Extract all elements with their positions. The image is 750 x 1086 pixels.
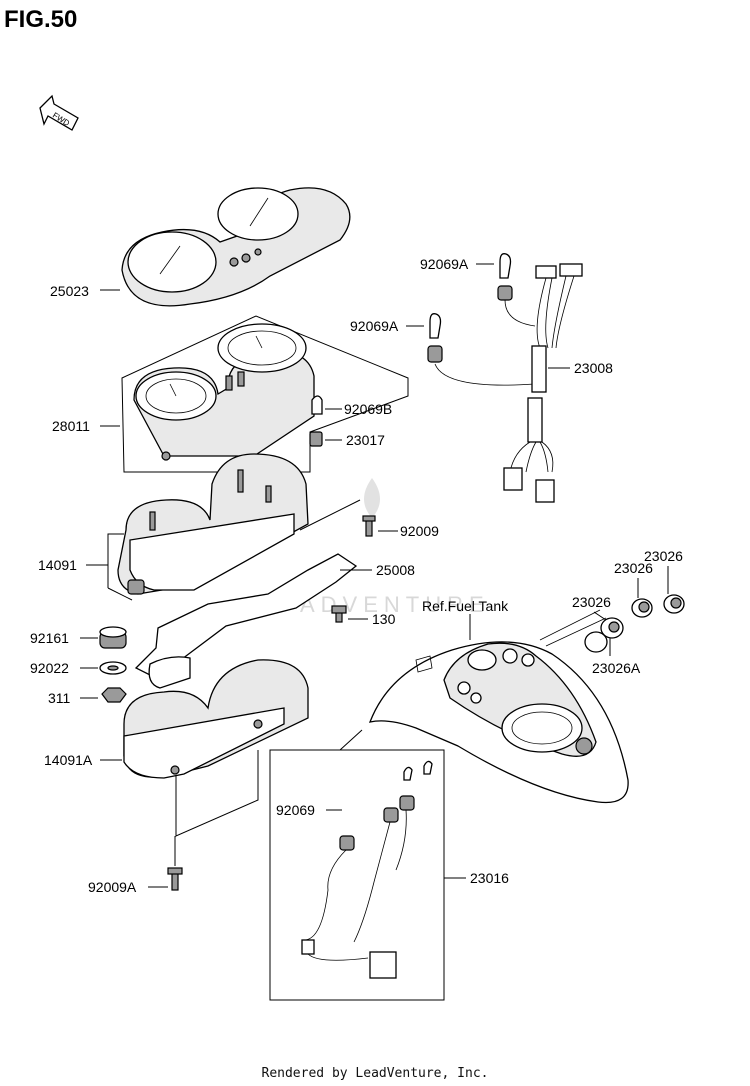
- label-92009: 92009: [400, 523, 439, 539]
- sub-harness-23016[interactable]: [301, 760, 433, 979]
- label-23026-mid: 23026: [614, 560, 653, 576]
- label-92009A: 92009A: [88, 879, 137, 895]
- label-23026A: 23026A: [592, 660, 641, 676]
- indicator-cap-23026-b[interactable]: [631, 598, 653, 618]
- fuel-tank-panel: [368, 609, 629, 804]
- bulb-92069B[interactable]: [311, 395, 323, 415]
- figure-title: FIG.50: [4, 6, 78, 33]
- label-92069A-upper: 92069A: [420, 256, 469, 272]
- sub-harness-frame-23016: [269, 749, 445, 1001]
- label-25023: 25023: [50, 283, 89, 299]
- label-25008: 25008: [376, 562, 415, 578]
- meter-unit-28011[interactable]: [133, 323, 315, 461]
- harness-23008[interactable]: [427, 253, 583, 503]
- label-311: 311: [48, 690, 71, 706]
- label-23026-top: 23026: [644, 548, 683, 564]
- label-92022: 92022: [30, 660, 69, 676]
- label-14091: 14091: [38, 557, 77, 573]
- indicator-cap-23026A[interactable]: [584, 631, 608, 653]
- bolt-130[interactable]: [331, 605, 347, 623]
- label-92069A-lower: 92069A: [350, 318, 399, 334]
- socket-23017[interactable]: [309, 431, 323, 447]
- label-23026-left: 23026: [572, 594, 611, 610]
- nut-311[interactable]: [101, 687, 127, 703]
- label-ref-fuel-tank: Ref.Fuel Tank: [422, 598, 509, 614]
- watermark: ADVENTURE: [300, 478, 490, 617]
- label-23016: 23016: [470, 870, 509, 886]
- meter-cover-25023[interactable]: [121, 187, 351, 307]
- label-130: 130: [372, 611, 396, 627]
- label-92069B: 92069B: [344, 401, 392, 417]
- washer-92022[interactable]: [99, 661, 127, 675]
- indicator-cap-23026-a[interactable]: [663, 594, 685, 614]
- label-28011: 28011: [52, 418, 90, 434]
- label-23008: 23008: [574, 360, 613, 376]
- label-92161: 92161: [30, 630, 69, 646]
- grommet-92161[interactable]: [99, 626, 127, 649]
- fwd-arrow-icon: FWD: [39, 94, 79, 131]
- screw-92009[interactable]: [362, 515, 376, 537]
- footer-credit: Rendered by LeadVenture, Inc.: [261, 1066, 489, 1081]
- indicator-cap-23026-c[interactable]: [600, 617, 624, 639]
- label-23017: 23017: [346, 432, 385, 448]
- bracket-25008[interactable]: [134, 553, 358, 689]
- label-92069: 92069: [276, 802, 315, 818]
- meter-case-14091[interactable]: [117, 453, 309, 595]
- lower-case-14091A[interactable]: [123, 659, 309, 779]
- label-14091A: 14091A: [44, 752, 93, 768]
- screw-92009A[interactable]: [167, 867, 183, 891]
- watermark-text: ADVENTURE: [300, 592, 490, 617]
